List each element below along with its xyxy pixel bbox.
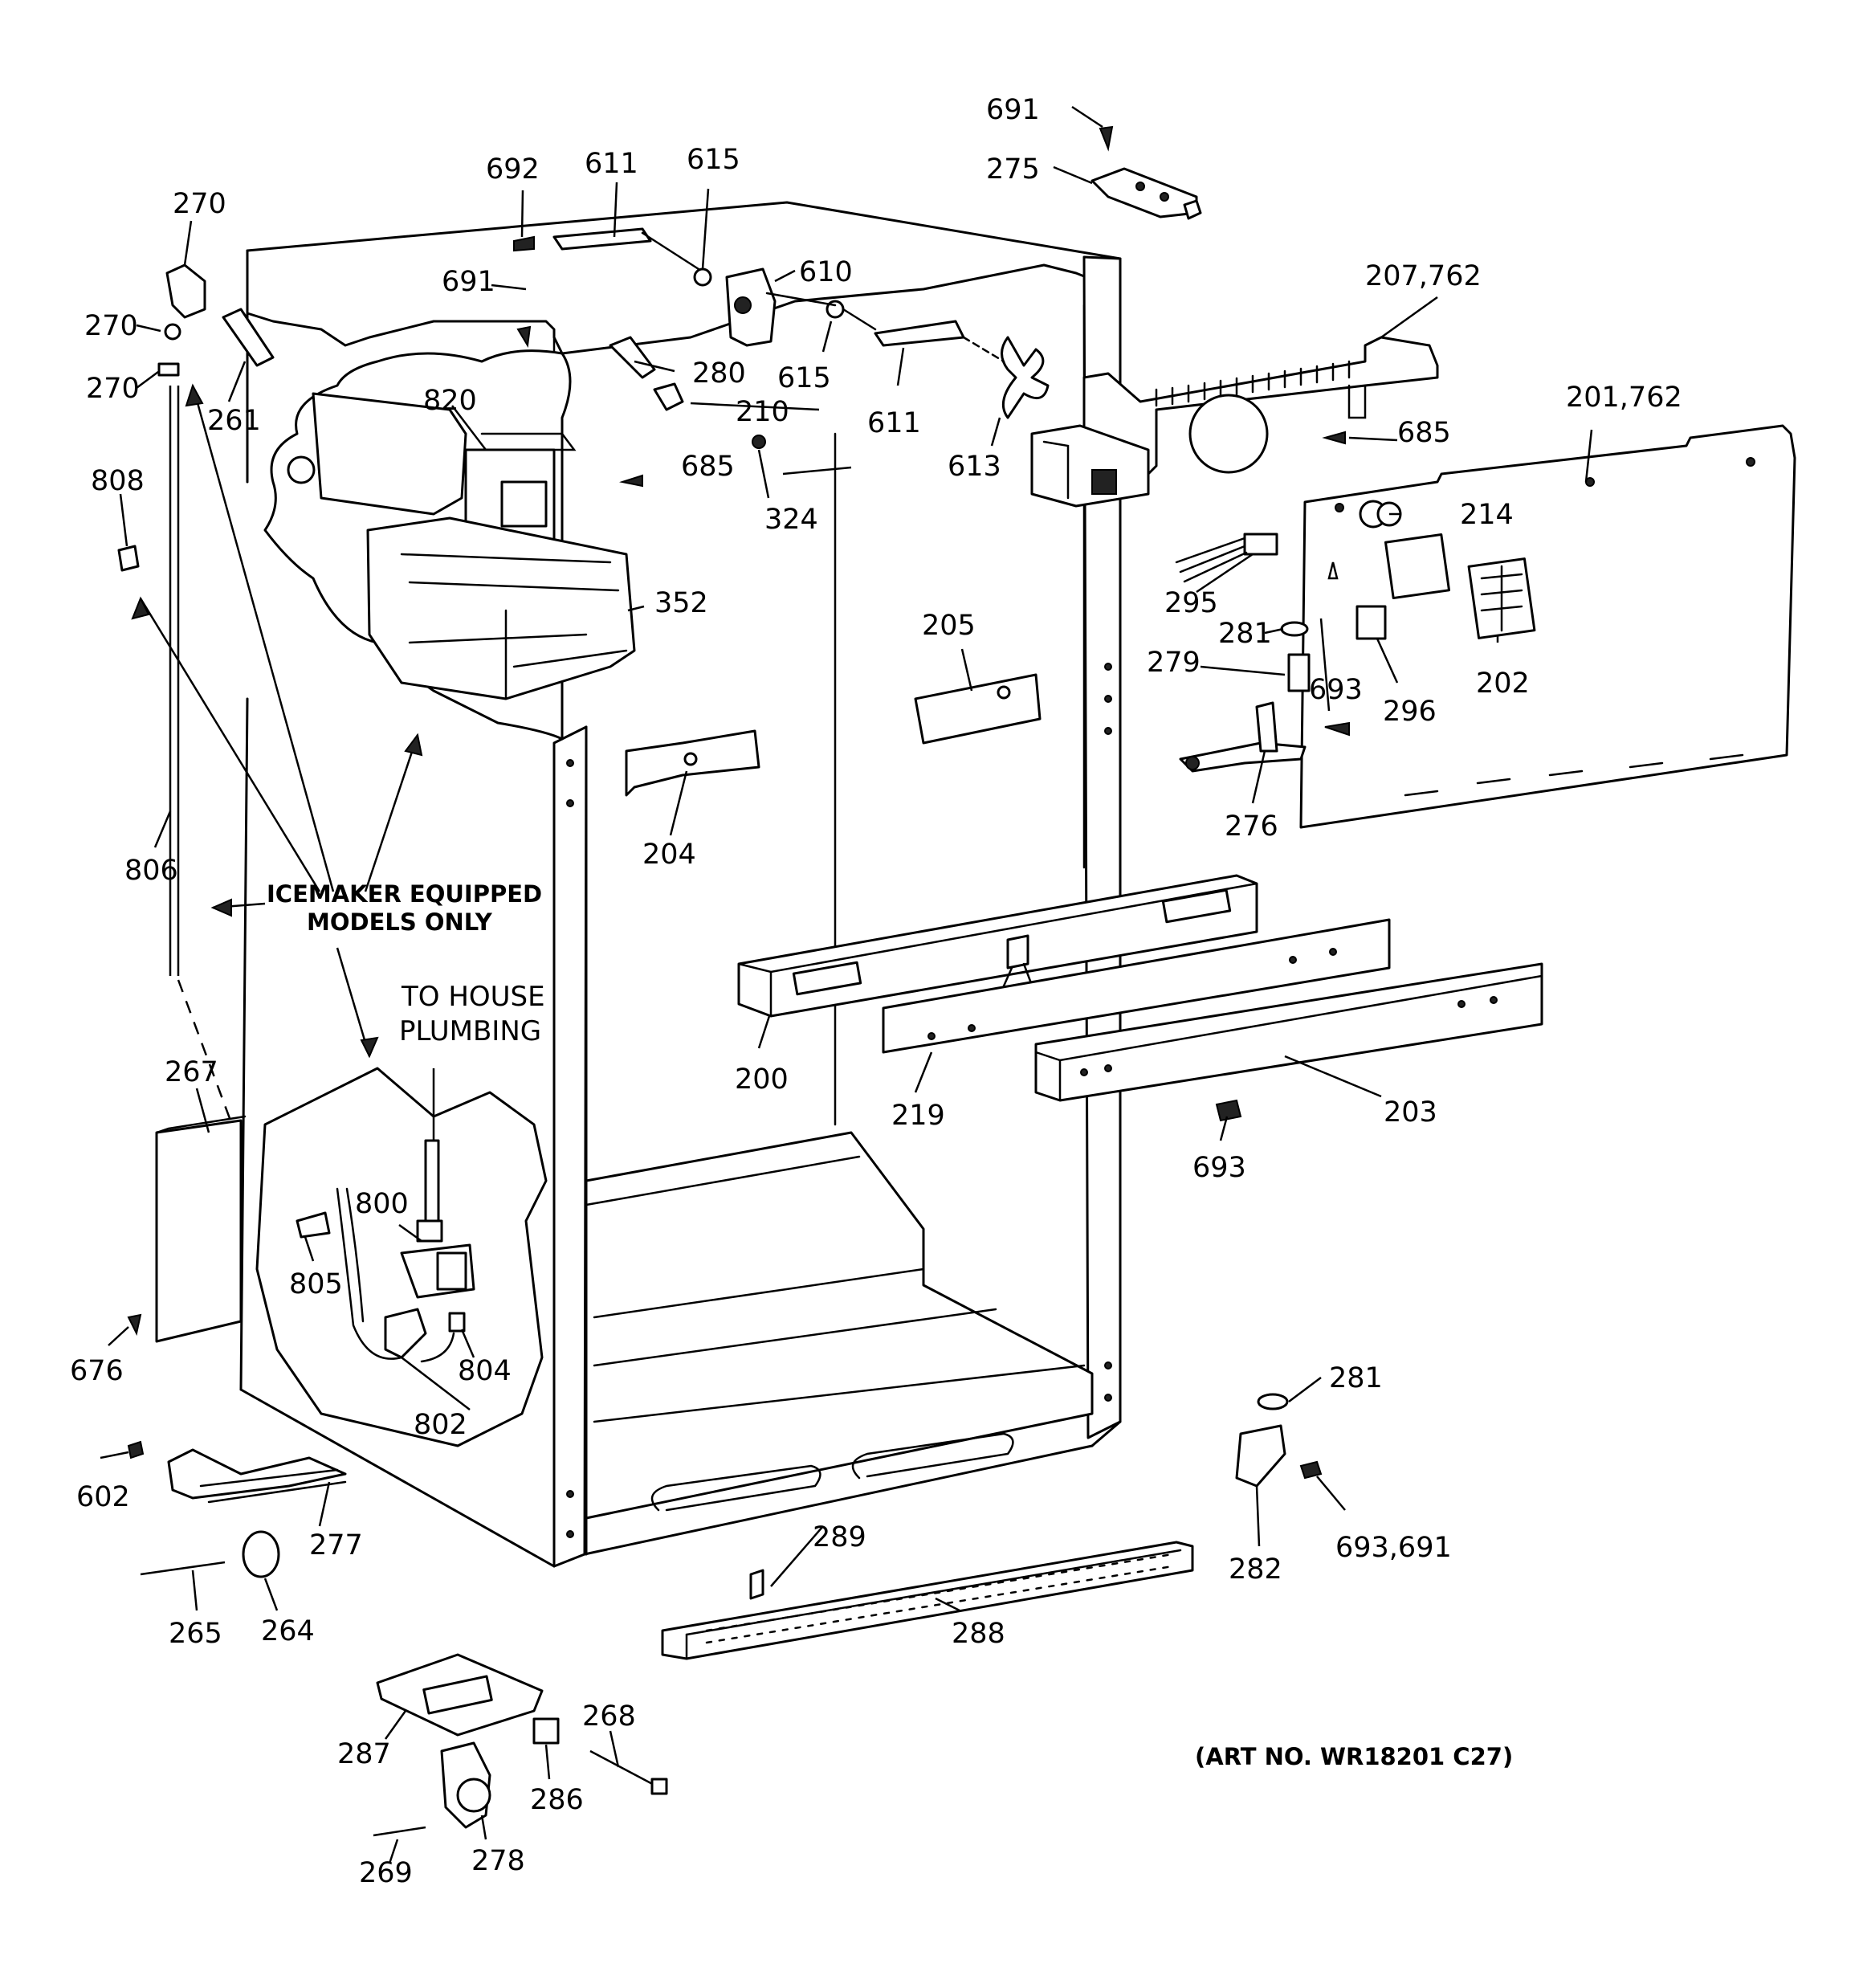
icemaker-note-line2: MODELS ONLY [307, 908, 493, 936]
label-615: 615 [687, 144, 740, 176]
label-286: 286 [530, 1784, 584, 1816]
label-214: 214 [1460, 499, 1514, 531]
label-269: 269 [359, 1857, 413, 1889]
art-number: (ART NO. WR18201 C27) [1195, 1743, 1513, 1770]
panel-267 [155, 1115, 247, 1343]
label-200: 200 [735, 1063, 789, 1096]
label-693-b: 693 [1192, 1152, 1246, 1184]
label-800: 800 [355, 1188, 409, 1220]
bottom-parts [127, 1313, 668, 1837]
toe-grille-288 [661, 1541, 1194, 1660]
house-plumbing-line2: PLUMBING [399, 1015, 541, 1047]
label-279: 279 [1147, 647, 1201, 679]
label-282: 282 [1229, 1553, 1282, 1586]
water-valve-inset [255, 1067, 548, 1447]
label-806: 806 [124, 855, 178, 887]
label-324: 324 [764, 504, 818, 536]
label-802: 802 [414, 1409, 467, 1441]
label-613: 613 [948, 451, 1001, 483]
label-201-762: 201,762 [1566, 382, 1682, 414]
label-805: 805 [289, 1268, 343, 1300]
screws [513, 235, 1350, 1122]
label-219: 219 [891, 1100, 945, 1132]
label-277: 277 [309, 1529, 363, 1561]
control-panel-201 [1299, 424, 1796, 829]
label-281: 281 [1218, 618, 1272, 650]
label-820: 820 [423, 385, 477, 417]
label-611: 611 [585, 148, 638, 180]
label-268: 268 [582, 1700, 636, 1733]
label-265: 265 [169, 1618, 222, 1650]
label-615-b: 615 [777, 362, 831, 394]
label-275: 275 [986, 153, 1040, 186]
label-270: 270 [173, 188, 226, 220]
label-296: 296 [1383, 696, 1437, 728]
part-labels: 691 275 692 611 615 270 207,762 610 691 … [70, 94, 1682, 1889]
label-352: 352 [654, 587, 708, 619]
label-204: 204 [642, 839, 696, 871]
house-plumbing-line1: TO HOUSE [401, 981, 545, 1013]
label-602: 602 [76, 1481, 130, 1513]
label-804: 804 [458, 1355, 512, 1387]
fan-duct-assembly [552, 227, 1439, 508]
label-288: 288 [952, 1618, 1005, 1650]
label-692: 692 [486, 153, 540, 186]
label-295: 295 [1164, 587, 1218, 619]
label-693-691: 693,691 [1335, 1532, 1452, 1564]
label-685: 685 [1397, 417, 1451, 449]
label-287: 287 [337, 1738, 391, 1770]
label-610: 610 [799, 256, 853, 288]
notes: ICEMAKER EQUIPPED MODELS ONLY TO HOUSE P… [267, 880, 1513, 1770]
label-210: 210 [736, 396, 789, 428]
label-205: 205 [922, 610, 976, 642]
front-rails [737, 874, 1543, 1102]
bottom-hinge-282 [1235, 1393, 1323, 1488]
label-264: 264 [261, 1615, 315, 1647]
label-808: 808 [91, 465, 145, 497]
label-691: 691 [986, 94, 1040, 126]
label-278: 278 [471, 1845, 525, 1877]
label-203: 203 [1384, 1096, 1437, 1129]
icemaker-cutaway [263, 349, 636, 741]
label-207-762: 207,762 [1365, 260, 1482, 292]
label-267: 267 [165, 1056, 218, 1088]
label-676: 676 [70, 1355, 124, 1387]
label-261: 261 [207, 405, 261, 437]
top-hinge-275 [1090, 125, 1202, 220]
label-611-b: 611 [867, 407, 921, 439]
label-202: 202 [1476, 667, 1530, 700]
label-276: 276 [1225, 810, 1278, 843]
label-280: 280 [692, 357, 746, 390]
hinge-brackets [625, 673, 1042, 797]
leader-lines [100, 105, 1593, 1864]
label-685-b: 685 [681, 451, 735, 483]
label-691-b: 691 [442, 266, 495, 298]
label-270-b: 270 [84, 310, 138, 342]
label-289: 289 [813, 1521, 866, 1553]
water-line-parts [117, 263, 275, 1149]
label-270-c: 270 [86, 373, 140, 405]
label-281-b: 281 [1329, 1362, 1383, 1394]
icemaker-note-line1: ICEMAKER EQUIPPED [267, 880, 542, 908]
label-693: 693 [1309, 674, 1363, 706]
